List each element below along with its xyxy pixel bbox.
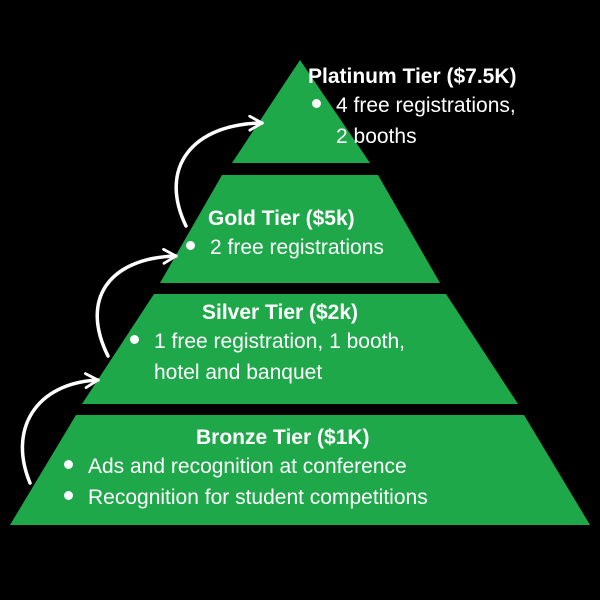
bronze-tier: Bronze Tier ($1K) Ads and recognition at…: [60, 425, 428, 513]
list-item: 2 free registrations: [182, 232, 384, 263]
bullet-icon: [312, 99, 321, 108]
silver-tier-benefits: 1 free registration, 1 booth, hotel and …: [126, 326, 405, 388]
gold-tier-title: Gold Tier ($5k): [208, 207, 355, 230]
platinum-tier-band: [232, 60, 370, 163]
bronze-tier-band: [10, 415, 590, 525]
bullet-icon: [186, 241, 195, 250]
bronze-tier-title: Bronze Tier ($1K): [196, 426, 370, 449]
list-item: 4 free registrations, 2 booths: [308, 90, 517, 152]
bronze-tier-benefits: Ads and recognition at conference Recogn…: [60, 451, 428, 513]
bullet-icon: [130, 335, 139, 344]
curved-arrow-icon: [174, 114, 264, 228]
silver-tier-band: [82, 294, 518, 404]
platinum-tier: Platinum Tier ($7.5K) 4 free registratio…: [308, 64, 517, 152]
gold-tier-benefits: 2 free registrations: [182, 232, 384, 263]
curved-arrow-icon: [95, 247, 178, 358]
bullet-icon: [64, 460, 73, 469]
gold-tier: Gold Tier ($5k) 2 free registrations: [182, 206, 384, 263]
silver-tier-title: Silver Tier ($2k): [202, 301, 359, 324]
bullet-icon: [64, 491, 73, 500]
benefit-text: Recognition for student competitions: [88, 486, 428, 509]
benefit-text: 1 free registration, 1 booth, hotel and …: [154, 330, 405, 384]
list-item: 1 free registration, 1 booth, hotel and …: [126, 326, 405, 388]
benefit-text: 4 free registrations, 2 booths: [336, 94, 516, 148]
platinum-tier-title: Platinum Tier ($7.5K): [308, 65, 517, 88]
list-item: Recognition for student competitions: [60, 482, 428, 513]
platinum-tier-benefits: 4 free registrations, 2 booths: [308, 90, 517, 152]
benefit-text: Ads and recognition at conference: [88, 455, 407, 478]
benefit-text: 2 free registrations: [210, 236, 384, 259]
curved-arrow-icon: [20, 372, 100, 485]
silver-tier: Silver Tier ($2k) 1 free registration, 1…: [126, 300, 405, 388]
list-item: Ads and recognition at conference: [60, 451, 428, 482]
gold-tier-band: [160, 175, 440, 283]
